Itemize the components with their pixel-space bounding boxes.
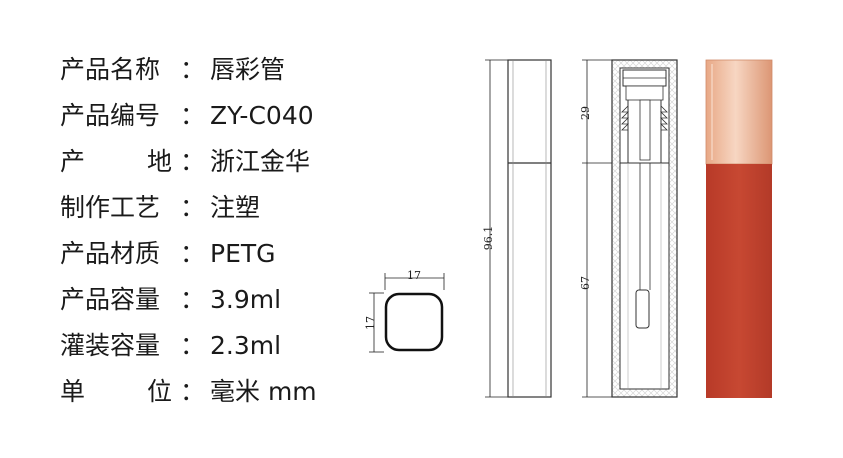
product-render [705,59,773,398]
spec-value: 唇彩管 [210,55,286,84]
side-outline-view: 96.1 [482,59,552,398]
spec-label: 产品材质 [60,239,161,268]
depth-dimension-label: 17 [364,316,377,330]
wand-stem-top [639,99,651,161]
tube-outline [507,59,552,398]
thread-right [660,105,668,131]
body-cavity [619,162,670,390]
base-square-outline [384,292,444,352]
cap-render [705,59,773,165]
spec-label: 制作工艺 [60,193,161,222]
cap-height-label: 29 [579,106,592,120]
spec-label-part: 单 [60,377,86,406]
spec-colon: ： [180,331,206,360]
spec-value: PETG [210,239,276,268]
spec-label: 单 位 [60,372,172,412]
width-dimension-label: 17 [407,269,421,282]
spec-label: 产品容量 [60,285,161,314]
spec-value: 毫米 mm [210,377,317,406]
spec-label: 产品编号 [60,101,161,130]
height-dimension-label: 96.1 [482,226,495,251]
spec-label: 产品名称 [60,55,161,84]
spec-colon: ： [180,239,206,268]
spec-colon: ： [180,101,206,130]
spec-label-part: 地 [146,147,172,176]
spec-label: 灌装容量 [60,331,161,360]
spec-value: 2.3ml [210,331,282,360]
applicator-tip [635,289,650,329]
spec-value: 浙江金华 [210,147,311,176]
spec-label-part: 位 [146,377,172,406]
spec-colon: ： [180,55,206,84]
spec-colon: ： [180,377,206,406]
body-render [706,164,772,398]
spec-value: ZY-C040 [210,101,314,130]
base-top-view: 17 17 [364,269,445,353]
spec-value: 3.9ml [210,285,282,314]
spec-colon: ： [180,147,206,176]
spec-colon: ： [180,285,206,314]
body-height-label: 67 [579,276,592,290]
cap-inner-sleeve [627,100,662,163]
section-view: 29 67 [579,59,678,398]
spec-label-part: 产 [60,147,86,176]
spec-value: 注塑 [210,193,261,222]
spec-label: 产 地 [60,142,172,182]
thread-left [621,105,629,131]
spec-colon: ： [180,193,206,222]
